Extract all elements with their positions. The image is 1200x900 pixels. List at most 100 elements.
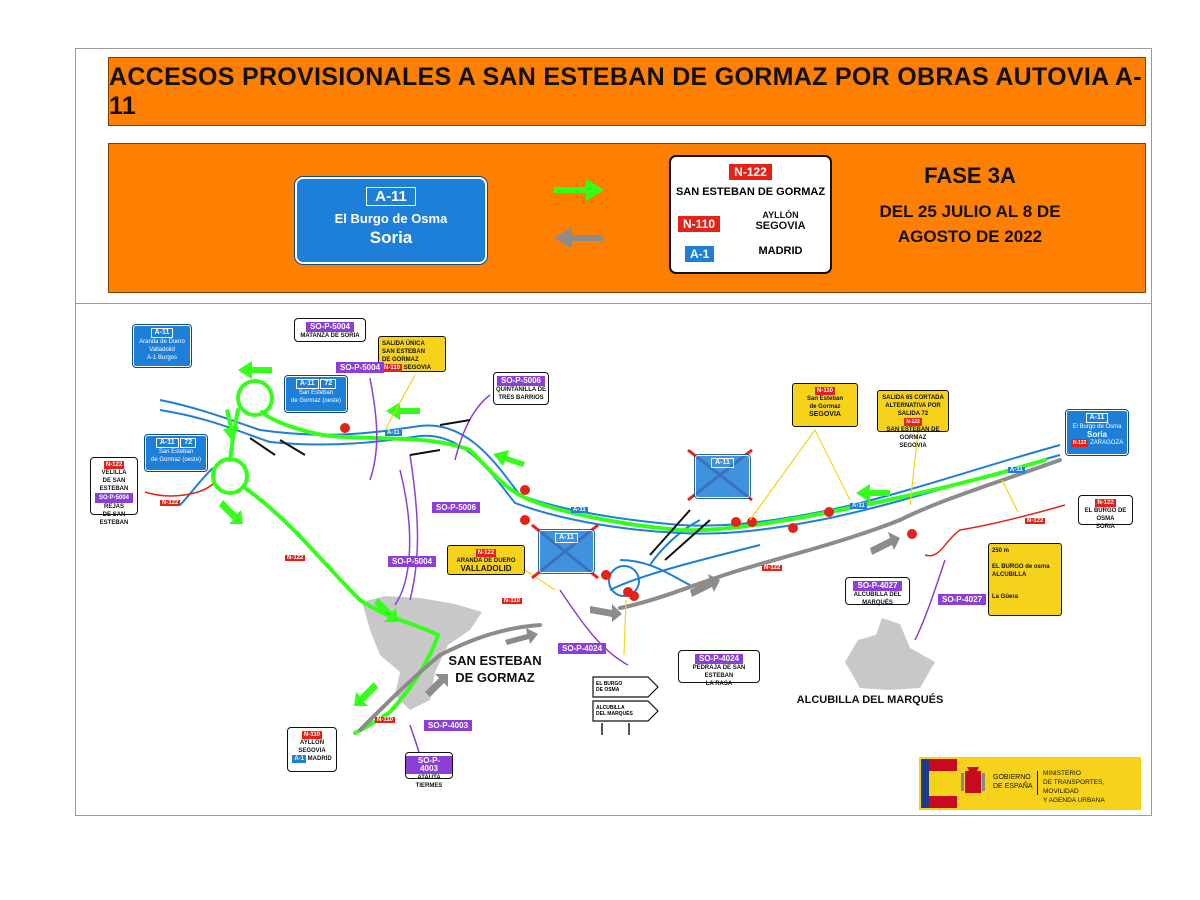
road-label-a11: A-11	[385, 430, 402, 436]
ministerio-text: MINISTERIO DE TRANSPORTES, MOVILIDAD Y A…	[1043, 769, 1141, 805]
sign-aranda-valladolid-yellow: N-122 ARANDA DE DUERO VALLADOLID	[447, 545, 525, 575]
sign-line: La Güera	[992, 594, 1019, 600]
route-badge: N-110	[814, 387, 835, 395]
sign-n122-right: N-122 EL BURGO DE OSMA SORIA	[1078, 495, 1133, 530]
road-label-n122: N-122	[285, 555, 306, 561]
green-arrow-icon	[554, 179, 604, 201]
alcubilla-town-area	[845, 618, 935, 690]
arrow-post-text-2: ALCUBILLA DEL MARQUÉS	[596, 705, 633, 717]
sign-line: DE OSMA	[596, 687, 620, 693]
route-badge: N-122	[904, 418, 922, 426]
sign-line: MATANZA DE SORIA	[300, 333, 360, 339]
road-label-so-p-5004: SO-P-5004	[336, 362, 385, 373]
sign-line: DE GORMAZ	[382, 357, 419, 363]
closed-exit-sign-1: A-11	[695, 455, 750, 498]
sign-line: VALLADOLID	[460, 564, 512, 573]
sign-line: PEDRAJA DE SAN ESTEBAN	[692, 665, 746, 679]
badge-n110: N-110	[678, 216, 721, 232]
sign-line: Soria	[1086, 430, 1107, 439]
sign-line: de Gormaz	[809, 404, 841, 410]
national-roads	[144, 483, 1066, 557]
route-badge: A-11	[1085, 413, 1109, 423]
road-label-so-p-4027: SO-P-4027	[938, 594, 987, 605]
sign-so-p-5006-top: SO-P-5006 QUINTANILLA DE TRES BARRIOS	[493, 372, 549, 405]
section-divider	[75, 303, 1152, 304]
gob-line: DE ESPAÑA	[993, 783, 1033, 790]
logo-divider	[1037, 771, 1038, 795]
sign-exit-72-b: A-11 72 San Esteban de Gormaz (oeste)	[145, 435, 207, 471]
legend-heading: SAN ESTEBAN DE GORMAZ	[675, 186, 826, 198]
sign-line: SORIA	[1095, 524, 1115, 530]
green-arrows	[219, 361, 890, 706]
legend-dest-2: Soria	[369, 228, 413, 247]
legend-banner	[108, 143, 1146, 293]
road-label-n110: N-110	[375, 717, 396, 723]
gray-arrows	[425, 532, 900, 697]
legend-white-sign: N-122 SAN ESTEBAN DE GORMAZ N-110 AYLLÓN…	[669, 155, 832, 274]
town-label-line: DE GORMAZ	[455, 670, 535, 685]
gob-line: GOBIERNO	[993, 774, 1031, 781]
sign-line: ALTERNATIVA POR	[885, 403, 941, 409]
sign-line: SEGOVIA	[899, 443, 927, 449]
legend-dest-madrid: MADRID	[758, 245, 803, 257]
coat-of-arms-icon	[961, 767, 985, 793]
road-label-n122: N-122	[1025, 518, 1046, 524]
gray-return-route	[358, 458, 1062, 732]
poster-frame	[75, 48, 1152, 816]
sign-line: ATAUTA	[417, 775, 441, 781]
sign-line: San Esteban	[298, 390, 334, 396]
route-badge: N-122	[475, 549, 497, 557]
legend-arrows	[554, 179, 604, 249]
sign-pointers	[384, 374, 1019, 656]
arrow-post-signs	[592, 676, 659, 735]
road-label-so-p-5006: SO-P-5006	[432, 502, 481, 513]
sign-line: San Esteban	[158, 449, 194, 455]
sign-line: LA RASA	[705, 681, 733, 687]
min-line: DE TRANSPORTES, MOVILIDAD	[1043, 779, 1105, 795]
sign-line: SALIDA 65 CORTADA	[882, 395, 944, 401]
sign-line: VELILLA	[101, 470, 127, 476]
road-label-n122: N-122	[160, 500, 181, 506]
green-detour-route	[211, 379, 1047, 735]
road-label-so-p-5004: SO-P-5004	[388, 556, 437, 567]
spain-flag-icon	[921, 759, 957, 808]
sign-exit-72-a: A-11 72 San Esteban de Gormaz (oeste)	[285, 376, 347, 412]
sign-line: TIERMES	[415, 783, 443, 789]
sign-burgo-soria-zaragoza: A-11 El Burgo de Osma Soria N-122 ZARAGO…	[1066, 410, 1128, 455]
sign-line: SALIDA ÚNICA	[382, 341, 425, 347]
exit-number: 72	[320, 379, 337, 389]
route-badge: A-11	[155, 438, 179, 448]
legend-dest-segovia: SEGOVIA	[755, 220, 806, 232]
sign-line: TRES BARRIOS	[498, 395, 544, 401]
page-title: ACCESOS PROVISIONALES A SAN ESTEBAN DE G…	[109, 62, 1142, 120]
sign-line: DE SAN ESTEBAN	[99, 512, 129, 526]
phase-title: FASE 3A	[924, 163, 1016, 188]
road-label-a11: A-11	[571, 507, 588, 513]
sign-so-p-5004-top: SO-P-5004 MATANZA DE SORIA	[294, 318, 366, 342]
road-label-a11: A-11	[1008, 467, 1025, 473]
route-badge: A-11	[150, 328, 174, 338]
sign-line: AYLLÓN	[299, 740, 325, 746]
sign-line: DEL MARQUÉS	[596, 711, 633, 717]
badge-n122: N-122	[729, 164, 772, 180]
sign-line: SEGOVIA	[809, 411, 841, 418]
sign-line: MADRID	[307, 756, 332, 762]
sign-line: Aranda de Duero	[139, 339, 185, 345]
route-badge: N-122	[1070, 439, 1089, 447]
arrow-post-text-1: EL BURGO DE OSMA	[596, 681, 622, 693]
road-label-so-p-4003: SO-P-4003	[424, 720, 473, 731]
sign-line: El Burgo de Osma	[1072, 424, 1122, 430]
sign-line: EL BURGO	[596, 681, 623, 687]
east-roundabout	[608, 565, 640, 597]
legend-dest-1: El Burgo de Osma	[334, 211, 448, 226]
title-banner: ACCESOS PROVISIONALES A SAN ESTEBAN DE G…	[108, 57, 1146, 126]
closure-markers	[340, 423, 917, 601]
sign-aranda-valladolid: A-11 Aranda de Duero Valladolid A-1 Burg…	[133, 325, 191, 367]
route-badge: SO-P-5004	[305, 322, 355, 332]
sign-line: SEGOVIA	[403, 365, 432, 371]
route-badge: N-122	[103, 461, 125, 469]
sign-line: ZARAGOZA	[1090, 440, 1124, 446]
town-label-line: SAN ESTEBAN	[448, 653, 542, 668]
sign-line: ALCUBILLA	[596, 705, 625, 711]
road-label-n122: N-122	[762, 565, 783, 571]
